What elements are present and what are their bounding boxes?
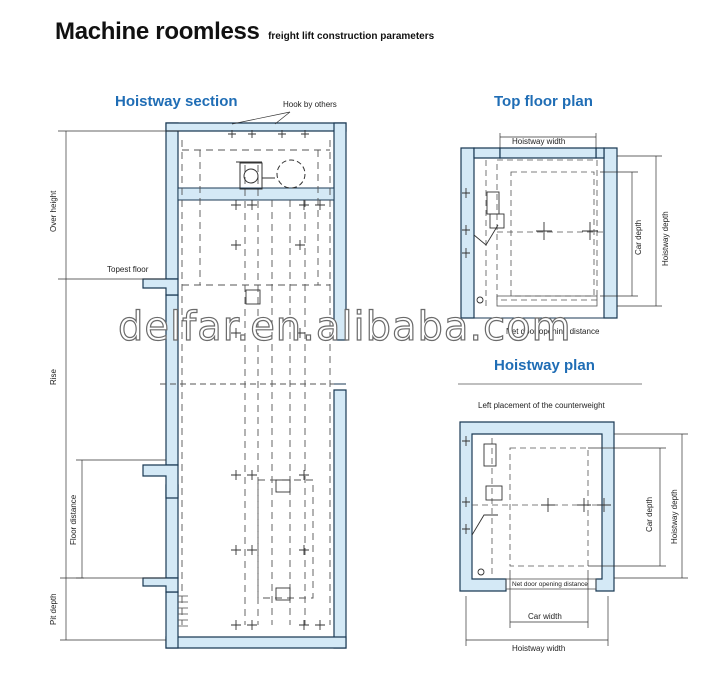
top-floor-plan-drawing: Hoistway width Car depth Hoistway depth … [460,133,670,336]
section-left-wall-pit [165,591,179,649]
heading-top-floor-plan: Top floor plan [494,93,593,110]
sill-lower-floor [142,577,179,593]
heading-hoistway-plan: Hoistway plan [494,357,595,374]
overhead-beam [177,187,335,201]
title-main: Machine roomless [55,18,260,45]
label-hook-by-others: Hook by others [283,100,337,109]
top-plan-top-wall [473,147,501,159]
sill-mid-floor [142,464,179,499]
label-pit-depth: Pit depth [49,593,58,625]
label-plan-car-depth: Car depth [645,497,654,532]
label-over-height: Over height [49,190,58,232]
label-top-car-depth: Car depth [634,220,643,255]
label-floor-distance: Floor distance [69,494,78,545]
label-plan-net-door: Net door opening distance [512,581,588,588]
section-left-wall-upper [165,122,179,280]
section-bottom-wall [165,636,347,649]
section-left-wall-low [165,484,179,579]
watermark: delfar.en.alibaba.com [118,304,572,350]
section-right-wall-upper [333,122,347,341]
section-dimension-lines [58,130,180,641]
section-anchor-marks [228,130,325,630]
label-plan-hoistway-width: Hoistway width [512,644,565,653]
label-counterweight: Left placement of the counterweight [478,401,606,410]
top-plan-left-wall [460,147,475,319]
label-top-hoistway-depth: Hoistway depth [661,211,670,266]
label-top-hoistway-width: Hoistway width [512,137,565,146]
plan-walls [459,421,615,592]
heading-hoistway-section: Hoistway section [115,93,238,110]
section-right-wall-lower [333,389,347,649]
sill-topest-floor [142,278,179,296]
label-car-width: Car width [528,612,562,621]
label-rise: Rise [49,368,58,385]
top-plan-right-wall [603,147,618,319]
label-top-net-door: Net door opening distance [506,327,600,336]
section-top-wall [165,122,347,132]
label-topest-floor: Topest floor [107,265,149,274]
top-plan-top-wall-right [595,147,605,159]
title-subtitle: freight lift construction parameters [268,31,435,42]
top-plan-beam [499,147,597,159]
page-title: Machine roomless freight lift constructi… [55,18,434,46]
hoistway-section-drawing: Hook by others Topest floor Over height … [49,100,350,649]
label-plan-hoistway-depth: Hoistway depth [670,489,679,544]
traction-machine [239,162,263,190]
hoistway-plan-drawing: Left placement of the counterweight Net … [459,401,688,653]
